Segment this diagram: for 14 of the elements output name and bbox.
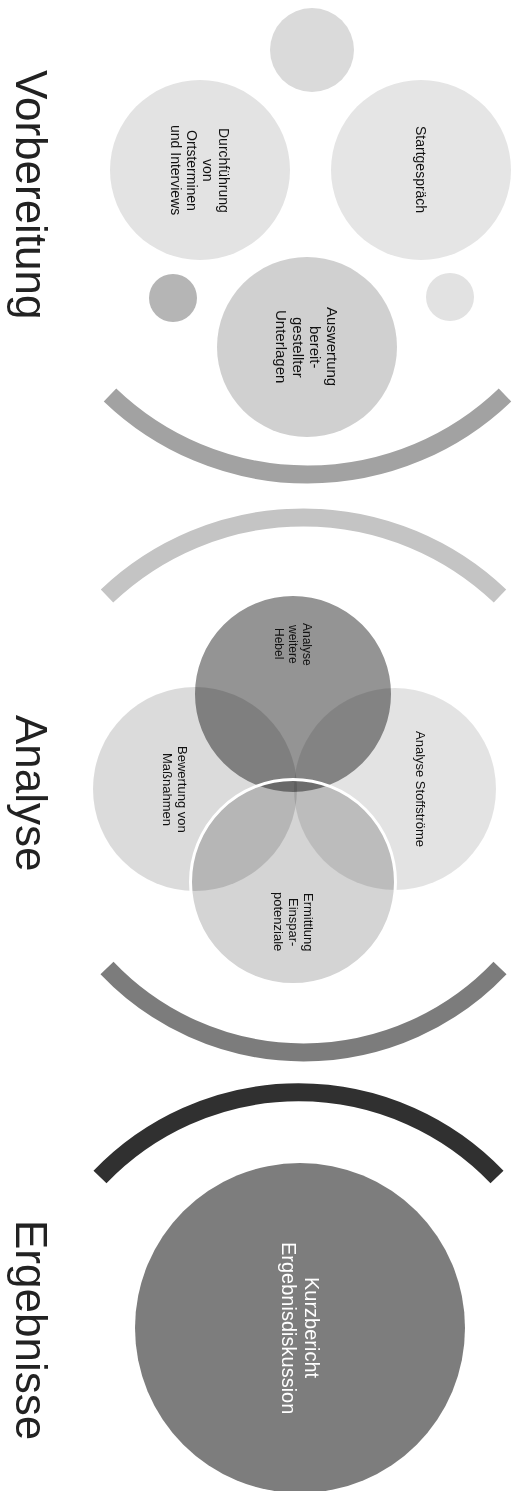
circle-label: Ergebnisdiskussion bbox=[277, 1240, 300, 1417]
circle-label: Kurzbericht bbox=[300, 1276, 323, 1381]
phase-heading: Vorbereitung bbox=[6, 70, 56, 320]
circle-label: Analyse weitere Hebel bbox=[272, 621, 314, 668]
circle-label: Durchführung von Ortsterminen und Interviews bbox=[168, 123, 232, 218]
circle-label: Auswertung bereit- gestellter Unterlagen bbox=[273, 306, 341, 389]
dot-circle bbox=[149, 274, 197, 322]
circle-label: Ermittlung Einspar- potenziale bbox=[270, 891, 316, 954]
circle-label: Startgespräch bbox=[413, 125, 429, 216]
circle-label: Bewertung von Maßnahmen bbox=[160, 744, 190, 835]
phase-heading: Ergebnisse bbox=[6, 1220, 56, 1441]
circle-label: Analyse Stoffströme bbox=[412, 729, 428, 850]
dot-circle bbox=[426, 273, 474, 321]
phase-heading: Analyse bbox=[6, 714, 56, 872]
